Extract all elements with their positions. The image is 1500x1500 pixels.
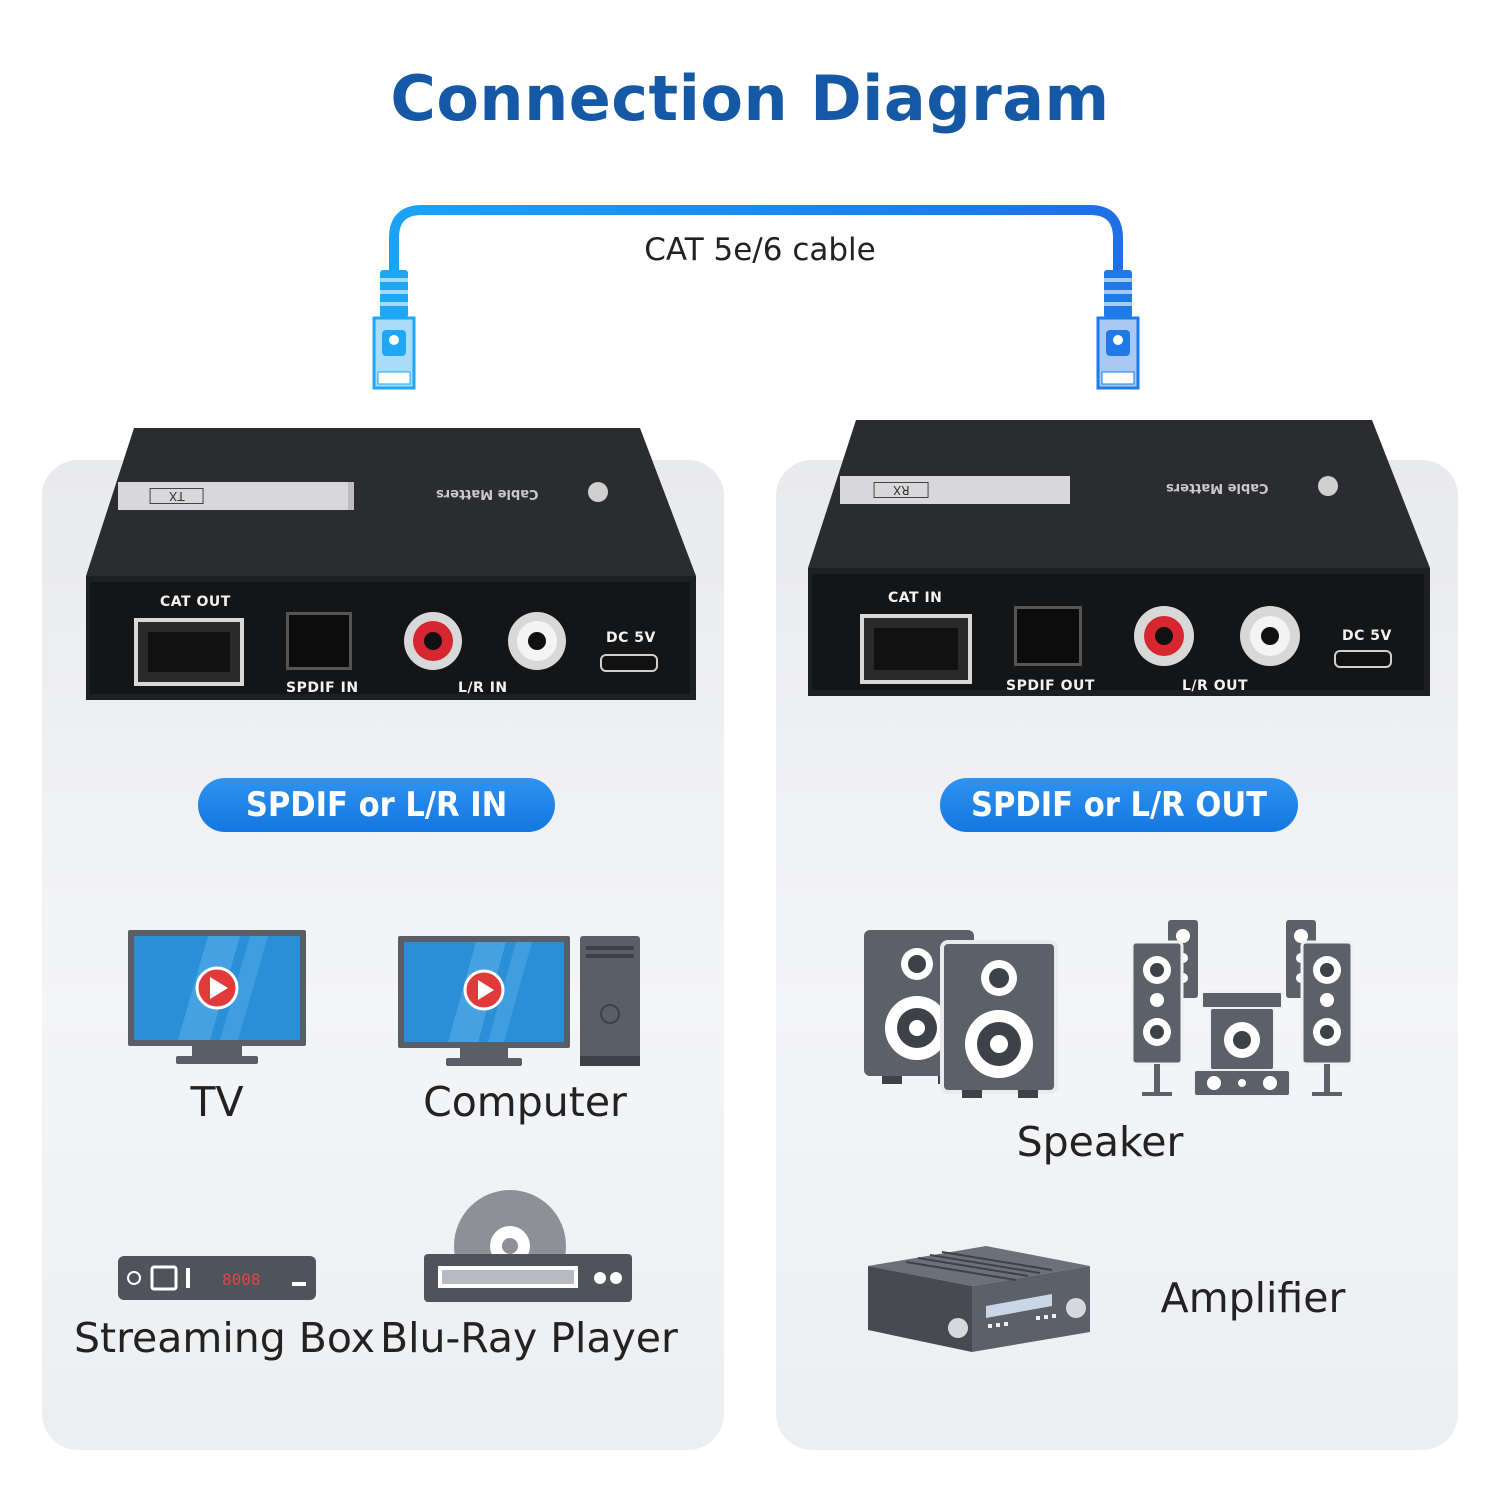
speaker-label: Speaker bbox=[1016, 1118, 1184, 1166]
ethernet-cable bbox=[372, 205, 1140, 390]
rca-white-jack[interactable] bbox=[1240, 606, 1300, 666]
lr-port-label: L/R IN bbox=[458, 680, 508, 696]
cat-port-label: CAT OUT bbox=[160, 594, 231, 610]
spdif-port-label: SPDIF OUT bbox=[1006, 678, 1095, 694]
rj45-plug-right bbox=[1096, 270, 1140, 390]
rca-white-jack[interactable] bbox=[508, 612, 566, 670]
streaming-box-icon: 8008 bbox=[118, 1256, 316, 1300]
cable-wire bbox=[389, 205, 1123, 290]
spdif-port-label: SPDIF IN bbox=[286, 680, 359, 696]
output-type-pill: SPDIF or L/R OUT bbox=[940, 778, 1298, 832]
speaker-icon bbox=[864, 930, 1058, 1098]
device-model-label: TX bbox=[150, 488, 204, 504]
tv-label: TV bbox=[190, 1078, 244, 1126]
page-title: Connection Diagram bbox=[390, 62, 1110, 135]
brand-logo-text: Cable Matters bbox=[1166, 480, 1269, 495]
micro-usb-power-port[interactable] bbox=[1334, 650, 1392, 668]
home-theater-speaker-icon bbox=[1130, 920, 1354, 1097]
streaming-box-display: 8008 bbox=[222, 1270, 261, 1289]
amplifier-icon bbox=[868, 1246, 1090, 1352]
cable-label: CAT 5e/6 cable bbox=[644, 232, 876, 268]
transmitter-device: TX Cable Matters CAT OUT SPDIF IN L/R IN… bbox=[82, 426, 702, 706]
device-model-label: RX bbox=[874, 482, 929, 498]
power-port-label: DC 5V bbox=[606, 630, 656, 646]
tv-icon bbox=[128, 930, 306, 1064]
rj45-port[interactable] bbox=[860, 614, 972, 684]
power-port-label: DC 5V bbox=[1342, 628, 1392, 644]
lr-port-label: L/R OUT bbox=[1182, 678, 1249, 694]
input-type-pill: SPDIF or L/R IN bbox=[198, 778, 555, 832]
amplifier-label: Amplifier bbox=[1160, 1274, 1346, 1322]
bluray-player-icon bbox=[424, 1190, 632, 1302]
rj45-plug-left bbox=[372, 270, 416, 390]
bluray-player-label: Blu-Ray Player bbox=[380, 1314, 678, 1362]
streaming-box-label: Streaming Box bbox=[74, 1314, 375, 1362]
optical-spdif-port[interactable] bbox=[1014, 606, 1082, 666]
computer-label: Computer bbox=[423, 1078, 627, 1126]
receiver-device: RX Cable Matters CAT IN SPDIF OUT L/R OU… bbox=[804, 418, 1434, 702]
brand-logo-icon bbox=[588, 482, 608, 502]
rj45-port[interactable] bbox=[134, 618, 244, 686]
computer-icon bbox=[398, 936, 640, 1066]
rca-red-jack[interactable] bbox=[1134, 606, 1194, 666]
brand-logo-icon bbox=[1318, 476, 1338, 496]
brand-logo-text: Cable Matters bbox=[436, 486, 539, 501]
optical-spdif-port[interactable] bbox=[286, 612, 352, 670]
rca-red-jack[interactable] bbox=[404, 612, 462, 670]
micro-usb-power-port[interactable] bbox=[600, 654, 658, 672]
cat-port-label: CAT IN bbox=[888, 590, 943, 606]
